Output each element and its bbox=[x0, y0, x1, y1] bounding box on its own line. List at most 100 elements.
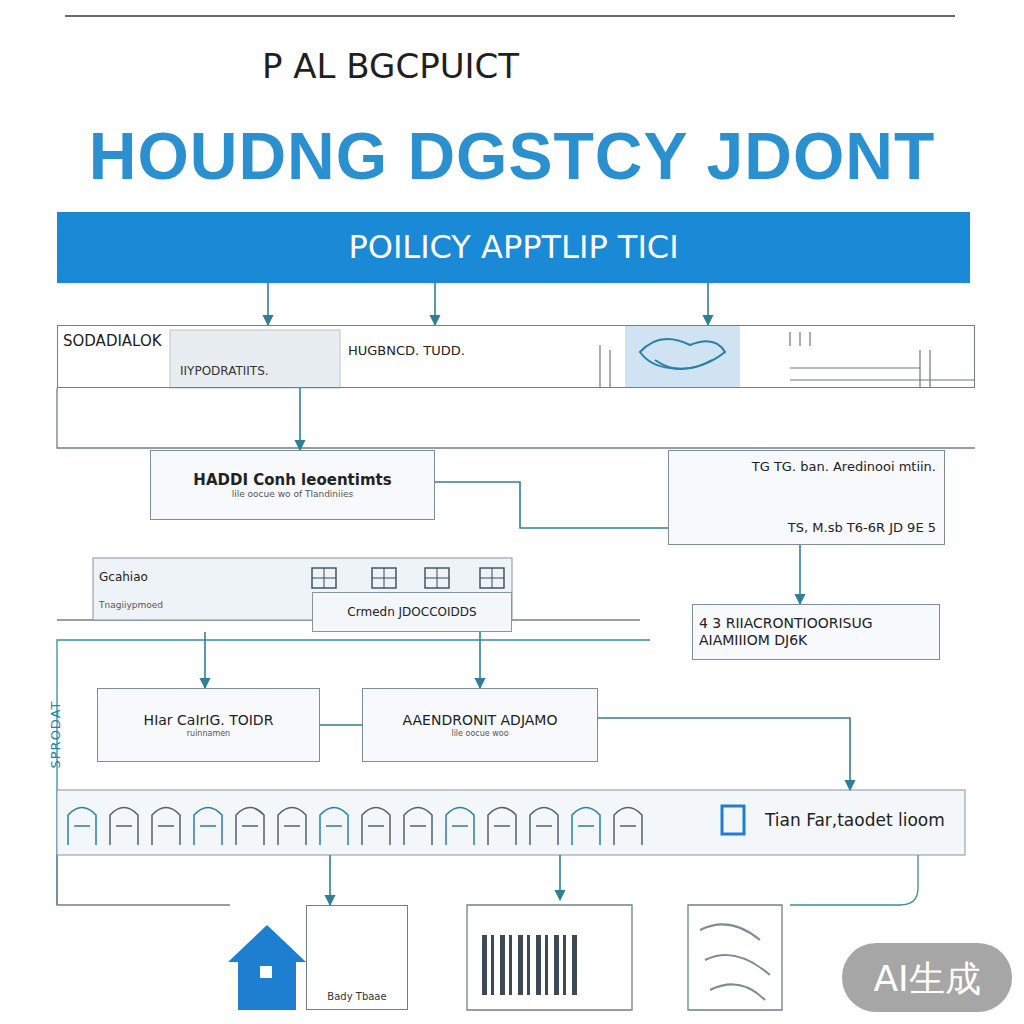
band-node: POILICY APPTLIP TICI bbox=[57, 212, 970, 283]
barcode-bar bbox=[518, 935, 523, 995]
process-box: SODADIALOK IIYPODRATIITS. HUGBNCD. TUDD. bbox=[57, 325, 975, 388]
process-box: AAENDRONIT ADJAMOlile oocue woo bbox=[362, 688, 598, 762]
connector bbox=[299, 388, 301, 450]
arrow-line bbox=[559, 855, 561, 900]
box-heading: Gcahiao bbox=[99, 570, 148, 584]
box-text: ruinnamen bbox=[187, 729, 230, 739]
frame-line bbox=[790, 855, 918, 905]
window-bars bbox=[480, 568, 504, 588]
window-row bbox=[312, 568, 504, 588]
barcode-bar bbox=[563, 935, 566, 995]
barcode-bar bbox=[527, 935, 530, 995]
connector bbox=[707, 283, 709, 325]
box-heading: SODADIALOK bbox=[63, 332, 162, 350]
band-figure bbox=[572, 808, 600, 846]
frame-lines bbox=[65, 15, 955, 17]
sketch-box bbox=[688, 905, 782, 1010]
band-figure bbox=[278, 808, 306, 846]
strokes bbox=[600, 332, 975, 388]
window-bars bbox=[425, 568, 449, 588]
connector bbox=[479, 632, 481, 688]
frame-line bbox=[57, 640, 650, 905]
box-heading: Tian Far,taodet lioom bbox=[765, 810, 945, 830]
window-bars bbox=[312, 568, 336, 588]
swan-sketch bbox=[655, 360, 712, 369]
connector bbox=[434, 283, 436, 325]
band-figure bbox=[362, 808, 390, 846]
band-node: Tian Far,taodet lioom bbox=[57, 790, 965, 855]
band-figure bbox=[152, 808, 180, 846]
house-roof bbox=[228, 925, 306, 962]
blue-tile bbox=[625, 326, 740, 388]
process-box: Bady Tbaae bbox=[306, 905, 408, 1010]
barcode-bar bbox=[536, 935, 541, 995]
connector bbox=[799, 545, 801, 604]
diagram-title: HOUDNG DGSTCY JDONT bbox=[0, 118, 1024, 194]
connector bbox=[320, 724, 362, 726]
band-figure bbox=[404, 808, 432, 846]
group-panel bbox=[93, 558, 512, 620]
band-figure bbox=[488, 808, 516, 846]
band-figure bbox=[194, 808, 222, 846]
house-body bbox=[238, 958, 296, 1010]
barcode-bar bbox=[572, 935, 577, 995]
house-window bbox=[260, 966, 272, 978]
watermark-pill bbox=[842, 943, 1012, 1012]
process-box: 4 3 RIIACRONTIOORISUGAIAMIIIOM DJ6K bbox=[692, 604, 940, 660]
box-text: AIAMIIIOM DJ6K bbox=[699, 632, 807, 649]
side-label: SPRODAT bbox=[48, 701, 63, 769]
box-heading: TG TG. ban. Aredinooi mtiin. bbox=[752, 459, 936, 475]
process-box: Crmedn JDOCCOIDDS bbox=[312, 592, 512, 632]
swan-sketch bbox=[640, 339, 725, 369]
top-rule bbox=[65, 15, 955, 17]
connector bbox=[267, 283, 269, 325]
row-strokes bbox=[600, 332, 975, 388]
window-bars bbox=[372, 568, 396, 588]
box-text: IIYPODRATIITS. bbox=[180, 364, 269, 378]
box-heading: 4 3 RIIACRONTIOORISUG bbox=[699, 615, 873, 632]
barcode-box bbox=[467, 905, 632, 1010]
band-figure bbox=[614, 808, 642, 846]
band-figure bbox=[236, 808, 264, 846]
box-text: TS, M.sb T6-6R JD 9E 5 bbox=[788, 520, 936, 536]
process-box: GcahiaoTnagiiypmoed Crmedn JDOCCOIDDS bbox=[93, 558, 512, 632]
barcode-bar bbox=[554, 935, 559, 995]
barcode bbox=[482, 935, 577, 995]
box-text: Tnagiiypmoed bbox=[99, 600, 163, 611]
window-icon bbox=[312, 568, 336, 588]
window-icon bbox=[372, 568, 396, 588]
box-text: HUGBNCD. TUDD. bbox=[348, 343, 465, 359]
box-heading: Bady Tbaae bbox=[327, 991, 386, 1003]
barcode-bar bbox=[491, 935, 494, 995]
band-figure bbox=[110, 808, 138, 846]
watermark: AI生成 bbox=[842, 955, 1012, 1004]
connector bbox=[435, 482, 668, 528]
band-figure bbox=[446, 808, 474, 846]
box-heading: POILICY APPTLIP TICI bbox=[348, 228, 678, 266]
connector bbox=[204, 632, 206, 688]
box-heading: HIar CaIrIG. TOIDR bbox=[144, 712, 274, 729]
barcode-bar bbox=[509, 935, 512, 995]
box-heading: Crmedn JDOCCOIDDS bbox=[347, 605, 476, 619]
header-label: P AL BGCPUICT bbox=[262, 46, 519, 86]
hand-sketch bbox=[700, 924, 770, 1000]
box-heading: AAENDRONIT ADJAMO bbox=[403, 712, 558, 729]
barcode-bar bbox=[545, 935, 548, 995]
band-figure bbox=[68, 808, 96, 846]
band-panel bbox=[57, 790, 965, 855]
row-frame bbox=[57, 388, 975, 448]
connector bbox=[329, 855, 331, 905]
process-box: TG TG. ban. Aredinooi mtiin. TS, M.sb T6-… bbox=[668, 450, 945, 545]
frame-lines bbox=[57, 388, 975, 1010]
band-figure bbox=[320, 808, 348, 846]
process-box: HADDI Conh leoentimtslile oocue wo of Tl… bbox=[150, 450, 435, 520]
box-text: lile oocue woo bbox=[451, 729, 508, 739]
frame-line bbox=[57, 855, 230, 905]
window-icon bbox=[480, 568, 504, 588]
process-box: HIar CaIrIG. TOIDRruinnamen bbox=[97, 688, 320, 762]
band-icon bbox=[722, 806, 744, 834]
connector bbox=[598, 718, 850, 790]
band-figure bbox=[530, 808, 558, 846]
window-icon bbox=[425, 568, 449, 588]
icon-row bbox=[68, 808, 642, 846]
